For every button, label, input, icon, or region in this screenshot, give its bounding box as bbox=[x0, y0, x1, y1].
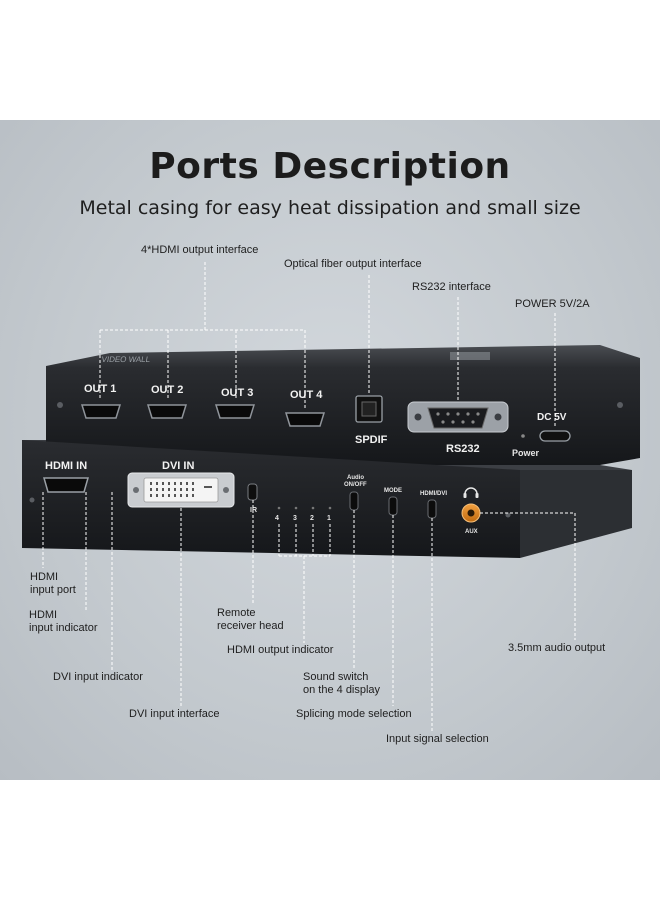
hdmi-out-port-1[interactable] bbox=[80, 404, 122, 419]
out-3-label: OUT 3 bbox=[221, 387, 253, 399]
audio-label: Audio bbox=[347, 475, 364, 481]
callout-sound-switch: Sound switch on the 4 display bbox=[303, 671, 383, 697]
callout-remote-receiver-line1: Remote bbox=[217, 607, 256, 619]
ir-receiver bbox=[247, 483, 258, 501]
screw-icon bbox=[57, 402, 63, 408]
led-3-label: 3 bbox=[293, 515, 297, 522]
led-4-label: 4 bbox=[275, 515, 279, 522]
callout-sound-switch-line1: Sound switch bbox=[303, 671, 369, 683]
callout-audio-output: 3.5mm audio output bbox=[508, 642, 606, 654]
callout-lines bbox=[42, 262, 576, 731]
callout-optical-fiber: Optical fiber output interface bbox=[284, 258, 422, 270]
out-2-label: OUT 2 bbox=[151, 384, 183, 396]
upper-unit-top bbox=[46, 345, 640, 368]
callout-remote-receiver-line2: receiver head bbox=[217, 620, 284, 632]
mode-button[interactable] bbox=[388, 496, 398, 516]
callout-power: POWER 5V/2A bbox=[515, 298, 590, 310]
output-indicator-leds bbox=[277, 506, 332, 510]
aux-label: AUX bbox=[465, 529, 478, 535]
hdmi-dvi-label: HDMI/DVI bbox=[420, 491, 447, 497]
led-1-label: 1 bbox=[327, 515, 331, 522]
audio-onoff-label: ON/OFF bbox=[344, 482, 367, 488]
hdmi-out-port-2[interactable] bbox=[146, 404, 188, 419]
callout-hdmi-input-indicator-line2: input indicator bbox=[29, 622, 98, 634]
rs232-port[interactable] bbox=[407, 401, 509, 433]
audio-switch-button[interactable] bbox=[349, 491, 359, 511]
dc-5v-label: DC 5V bbox=[537, 412, 567, 423]
upper-unit: VIDEO WALL OUT 1 OUT 2 OUT 3 OUT 4 SPDIF bbox=[46, 345, 640, 465]
out-4-label: OUT 4 bbox=[290, 389, 323, 401]
hdmi-out-port-3[interactable] bbox=[214, 404, 256, 419]
callout-hdmi-input-indicator: HDMI input indicator bbox=[29, 609, 105, 635]
callout-rs232-interface: RS232 interface bbox=[412, 281, 491, 293]
callout-hdmi-output-interface: 4*HDMI output interface bbox=[141, 244, 259, 256]
callout-hdmi-input-indicator-line1: HDMI bbox=[29, 609, 58, 621]
callout-hdmi-input-port-line1: HDMI bbox=[30, 571, 59, 583]
hdmi-dvi-button[interactable] bbox=[427, 499, 437, 519]
callout-hdmi-input-port-line2: input port bbox=[30, 584, 76, 596]
power-led-icon bbox=[521, 434, 525, 438]
callout-hdmi-input-port: HDMI input port bbox=[30, 571, 76, 597]
hdmi-out-port-4[interactable] bbox=[284, 412, 326, 427]
spdif-port[interactable] bbox=[355, 395, 383, 423]
callout-splicing-mode: Splicing mode selection bbox=[296, 708, 412, 720]
dvi-in-label: DVI IN bbox=[162, 460, 194, 472]
power-label: Power bbox=[512, 448, 540, 458]
page-subtitle: Metal casing for easy heat dissipation a… bbox=[79, 197, 581, 219]
page-title: Ports Description bbox=[149, 146, 511, 187]
lower-unit-side bbox=[520, 470, 632, 558]
callout-dvi-input-indicator: DVI input indicator bbox=[53, 671, 143, 683]
hdmi-in-port[interactable] bbox=[43, 477, 89, 493]
callout-dvi-input-interface: DVI input interface bbox=[129, 708, 220, 720]
screw-icon bbox=[617, 402, 623, 408]
callout-sound-switch-line2: on the 4 display bbox=[303, 684, 381, 696]
mode-label: MODE bbox=[384, 488, 402, 494]
led-2-label: 2 bbox=[310, 515, 314, 522]
lower-unit: HDMI IN DVI IN IR 4 3 bbox=[22, 440, 632, 558]
dc-power-port[interactable] bbox=[539, 430, 571, 442]
aux-audio-jack[interactable] bbox=[461, 503, 481, 523]
callout-remote-receiver: Remote receiver head bbox=[217, 607, 287, 633]
rs232-label: RS232 bbox=[446, 443, 480, 455]
dvi-in-port[interactable] bbox=[127, 472, 235, 508]
callout-hdmi-output-indicator: HDMI output indicator bbox=[227, 644, 334, 656]
hdmi-in-label: HDMI IN bbox=[45, 460, 87, 472]
spdif-label: SPDIF bbox=[355, 434, 388, 446]
svg-text:VIDEO WALL: VIDEO WALL bbox=[101, 355, 152, 364]
upper-unit-front bbox=[46, 368, 640, 465]
lower-unit-front bbox=[22, 440, 520, 558]
headphone-icon bbox=[463, 487, 479, 498]
out-1-label: OUT 1 bbox=[84, 383, 116, 395]
callout-input-signal: Input signal selection bbox=[386, 733, 489, 745]
